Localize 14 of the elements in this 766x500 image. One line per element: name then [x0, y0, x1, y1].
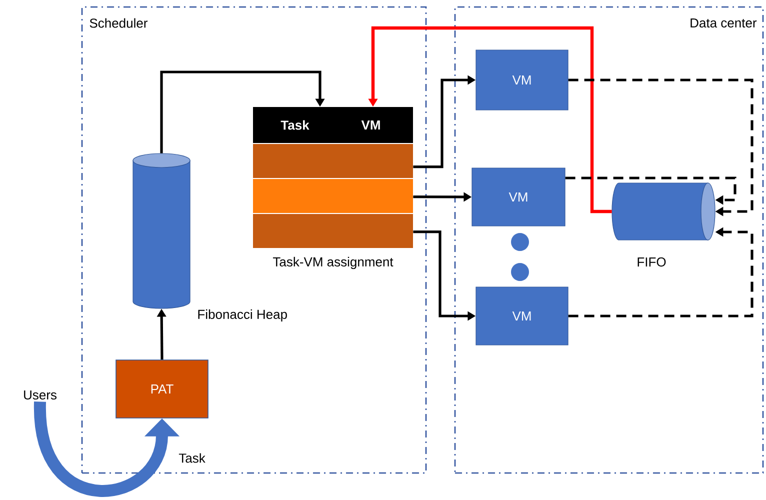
vm-box: VM — [472, 168, 566, 226]
dashed-arrow — [565, 176, 736, 205]
process-box: PAT — [116, 360, 208, 418]
node-label: FIFO — [638, 257, 666, 267]
dashed-arrow — [568, 78, 754, 216]
users-label: Users — [24, 390, 57, 400]
edge-label: Task — [178, 452, 206, 464]
vm-box: VM — [476, 286, 568, 346]
vm-box: VM — [476, 50, 568, 110]
node-label: Fibonacci Heap — [198, 309, 287, 322]
node-label: Task-VM assignment — [272, 256, 394, 270]
arrow — [160, 70, 325, 154]
assignment-table: Task VM Task-VM assignment — [253, 107, 413, 270]
queue-cylinder: FIFO — [612, 182, 716, 267]
